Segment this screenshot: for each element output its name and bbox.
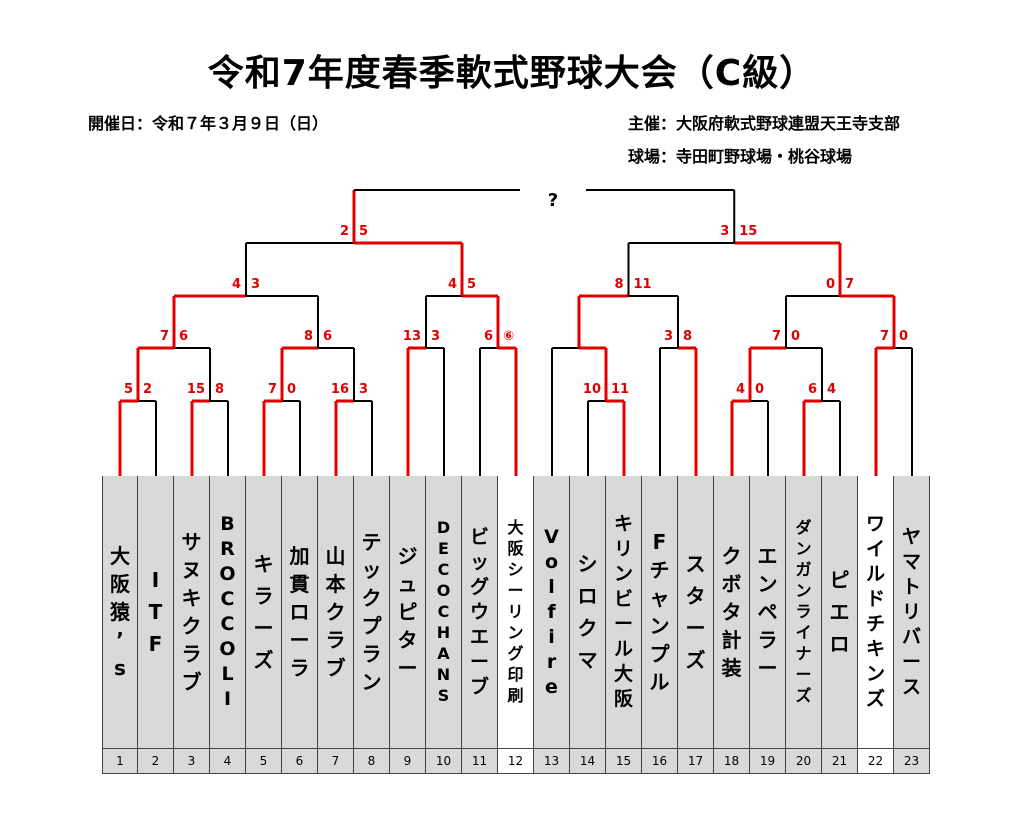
- organizer: 主催：大阪府軟式野球連盟天王寺支部: [628, 114, 901, 133]
- team-cell: 山本クラブ: [318, 476, 354, 748]
- team-number: 14: [570, 748, 606, 774]
- team-number: 13: [534, 748, 570, 774]
- team-cell: ワイルドチキンズ: [858, 476, 894, 748]
- m34-score-right: 8: [215, 382, 224, 397]
- team-cell: ビッグウエーブ: [462, 476, 498, 748]
- m78-score-right: 3: [359, 382, 368, 397]
- m2021-score-left: 6: [808, 382, 817, 397]
- m56-score-left: 7: [268, 382, 277, 397]
- team-number: 21: [822, 748, 858, 774]
- team-number: 12: [498, 748, 534, 774]
- mCD-score-left: 4: [448, 277, 457, 292]
- team-number: 4: [210, 748, 246, 774]
- m12-score-right: 2: [143, 382, 152, 397]
- team-number: 23: [894, 748, 930, 774]
- team-number: 19: [750, 748, 786, 774]
- team-cell: ジュピター: [390, 476, 426, 748]
- m1415-score-right: 11: [611, 382, 629, 397]
- team-number: 11: [462, 748, 498, 774]
- team-cell: クボタ計装: [714, 476, 750, 748]
- team-number: 7: [318, 748, 354, 774]
- mG-score-right: 0: [899, 329, 908, 344]
- mG-score-left: 7: [880, 329, 889, 344]
- team-number: 15: [606, 748, 642, 774]
- mB-score-right: 6: [323, 329, 332, 344]
- team-number: 22: [858, 748, 894, 774]
- team-cell: キラーズ: [246, 476, 282, 748]
- m2021-score-right: 4: [827, 382, 836, 397]
- mFG-score-right: 7: [845, 277, 854, 292]
- mWE-score-right: 11: [634, 277, 652, 292]
- team-number: 10: [426, 748, 462, 774]
- m1415-score-left: 10: [583, 382, 601, 397]
- mC-score-left: 13: [403, 329, 421, 344]
- team-cell: 大阪猿’s: [102, 476, 138, 748]
- team-cell: 加貫ローラ: [282, 476, 318, 748]
- event-date: 開催日：令和７年３月９日（日）: [88, 114, 329, 133]
- team-number: 6: [282, 748, 318, 774]
- mF-score-right: 0: [791, 329, 800, 344]
- team-number: 9: [390, 748, 426, 774]
- mL-score-right: 5: [359, 224, 368, 239]
- team-cell: キリンビール大阪: [606, 476, 642, 748]
- venue: 球場：寺田町野球場・桃谷球場: [628, 147, 853, 166]
- mA-score-right: 6: [179, 329, 188, 344]
- mF-score-left: 7: [772, 329, 781, 344]
- mE2-score-right: 8: [683, 329, 692, 344]
- mC-score-right: 3: [431, 329, 440, 344]
- team-number: 3: [174, 748, 210, 774]
- mAB-score-left: 4: [232, 277, 241, 292]
- final-result: ?: [548, 190, 558, 211]
- m78-score-left: 16: [331, 382, 349, 397]
- mR-score-right: 15: [739, 224, 757, 239]
- mL-score-left: 2: [340, 224, 349, 239]
- mE2-score-left: 3: [664, 329, 673, 344]
- mD-score-right: ⑥: [503, 329, 514, 344]
- mFG-score-left: 0: [826, 277, 835, 292]
- team-number: 1: [102, 748, 138, 774]
- team-number: 20: [786, 748, 822, 774]
- team-number: 8: [354, 748, 390, 774]
- mWE-score-left: 8: [614, 277, 623, 292]
- m12-score-left: 5: [124, 382, 133, 397]
- m56-score-right: 0: [287, 382, 296, 397]
- mA-score-left: 7: [160, 329, 169, 344]
- team-cell: ダンガンライナーズ: [786, 476, 822, 748]
- team-cell: 大阪シーリング印刷: [498, 476, 534, 748]
- m34-score-left: 15: [187, 382, 205, 397]
- page-title: 令和7年度春季軟式野球大会（C級）: [207, 53, 817, 94]
- team-number: 2: [138, 748, 174, 774]
- team-cell: テックプラン: [354, 476, 390, 748]
- mD-score-left: 6: [484, 329, 493, 344]
- team-cell: サヌキクラブ: [174, 476, 210, 748]
- m1819-score-right: 0: [755, 382, 764, 397]
- team-number: 17: [678, 748, 714, 774]
- m1819-score-left: 4: [736, 382, 745, 397]
- mB-score-left: 8: [304, 329, 313, 344]
- team-cell: スターズ: [678, 476, 714, 748]
- team-cell: ヤマトリバース: [894, 476, 930, 748]
- mCD-score-right: 5: [467, 277, 476, 292]
- mR-score-left: 3: [720, 224, 729, 239]
- team-number: 16: [642, 748, 678, 774]
- mAB-score-right: 3: [251, 277, 260, 292]
- team-number: 5: [246, 748, 282, 774]
- team-cell: シロクマ: [570, 476, 606, 748]
- team-cell: ピエロ: [822, 476, 858, 748]
- team-cell: エンペラー: [750, 476, 786, 748]
- team-number: 18: [714, 748, 750, 774]
